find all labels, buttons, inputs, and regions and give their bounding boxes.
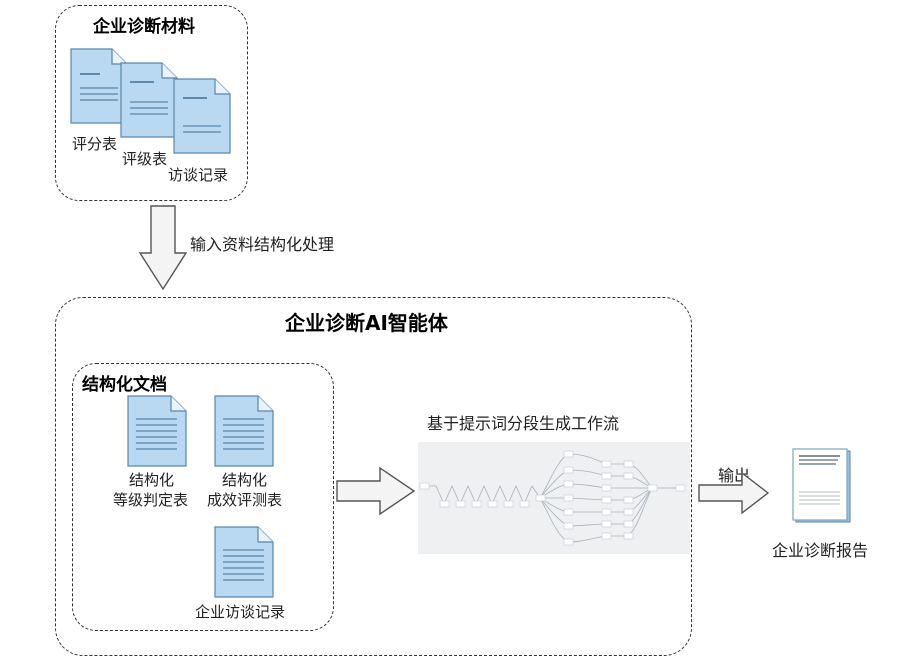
structured-docs-group bbox=[72, 363, 334, 631]
document-icon bbox=[120, 62, 178, 138]
agent-title: 企业诊断AI智能体 bbox=[285, 311, 448, 335]
structured-doc-2-line1: 结构化 bbox=[222, 471, 268, 489]
right-arrow-icon bbox=[336, 466, 416, 516]
report-label: 企业诊断报告 bbox=[772, 541, 869, 560]
materials-group bbox=[55, 5, 248, 201]
workflow-graph bbox=[419, 450, 686, 546]
materials-title: 企业诊断材料 bbox=[93, 17, 195, 37]
right-arrow-icon bbox=[698, 471, 770, 515]
doc-label-rating: 评级表 bbox=[122, 150, 168, 168]
report-document-icon bbox=[792, 448, 851, 523]
document-icon bbox=[214, 526, 274, 598]
step-input-label: 输入资料结构化处理 bbox=[190, 235, 335, 254]
agent-group bbox=[55, 297, 692, 656]
doc-label-interview: 访谈记录 bbox=[168, 166, 229, 184]
structured-doc-2-line2: 成效评测表 bbox=[207, 491, 283, 509]
structured-doc-1-line1: 结构化 bbox=[129, 471, 175, 489]
structured-doc-3-label: 企业访谈记录 bbox=[195, 603, 286, 621]
document-icon bbox=[173, 78, 231, 154]
structured-docs-title: 结构化文档 bbox=[82, 375, 167, 395]
doc-label-score: 评分表 bbox=[72, 135, 118, 153]
down-arrow-icon bbox=[138, 205, 188, 291]
workflow-thumbnail bbox=[418, 442, 690, 554]
document-icon bbox=[127, 395, 187, 467]
document-icon bbox=[70, 48, 128, 124]
document-icon bbox=[214, 395, 274, 467]
workflow-label: 基于提示词分段生成工作流 bbox=[427, 414, 620, 433]
structured-doc-1-line2: 等级判定表 bbox=[113, 491, 189, 509]
